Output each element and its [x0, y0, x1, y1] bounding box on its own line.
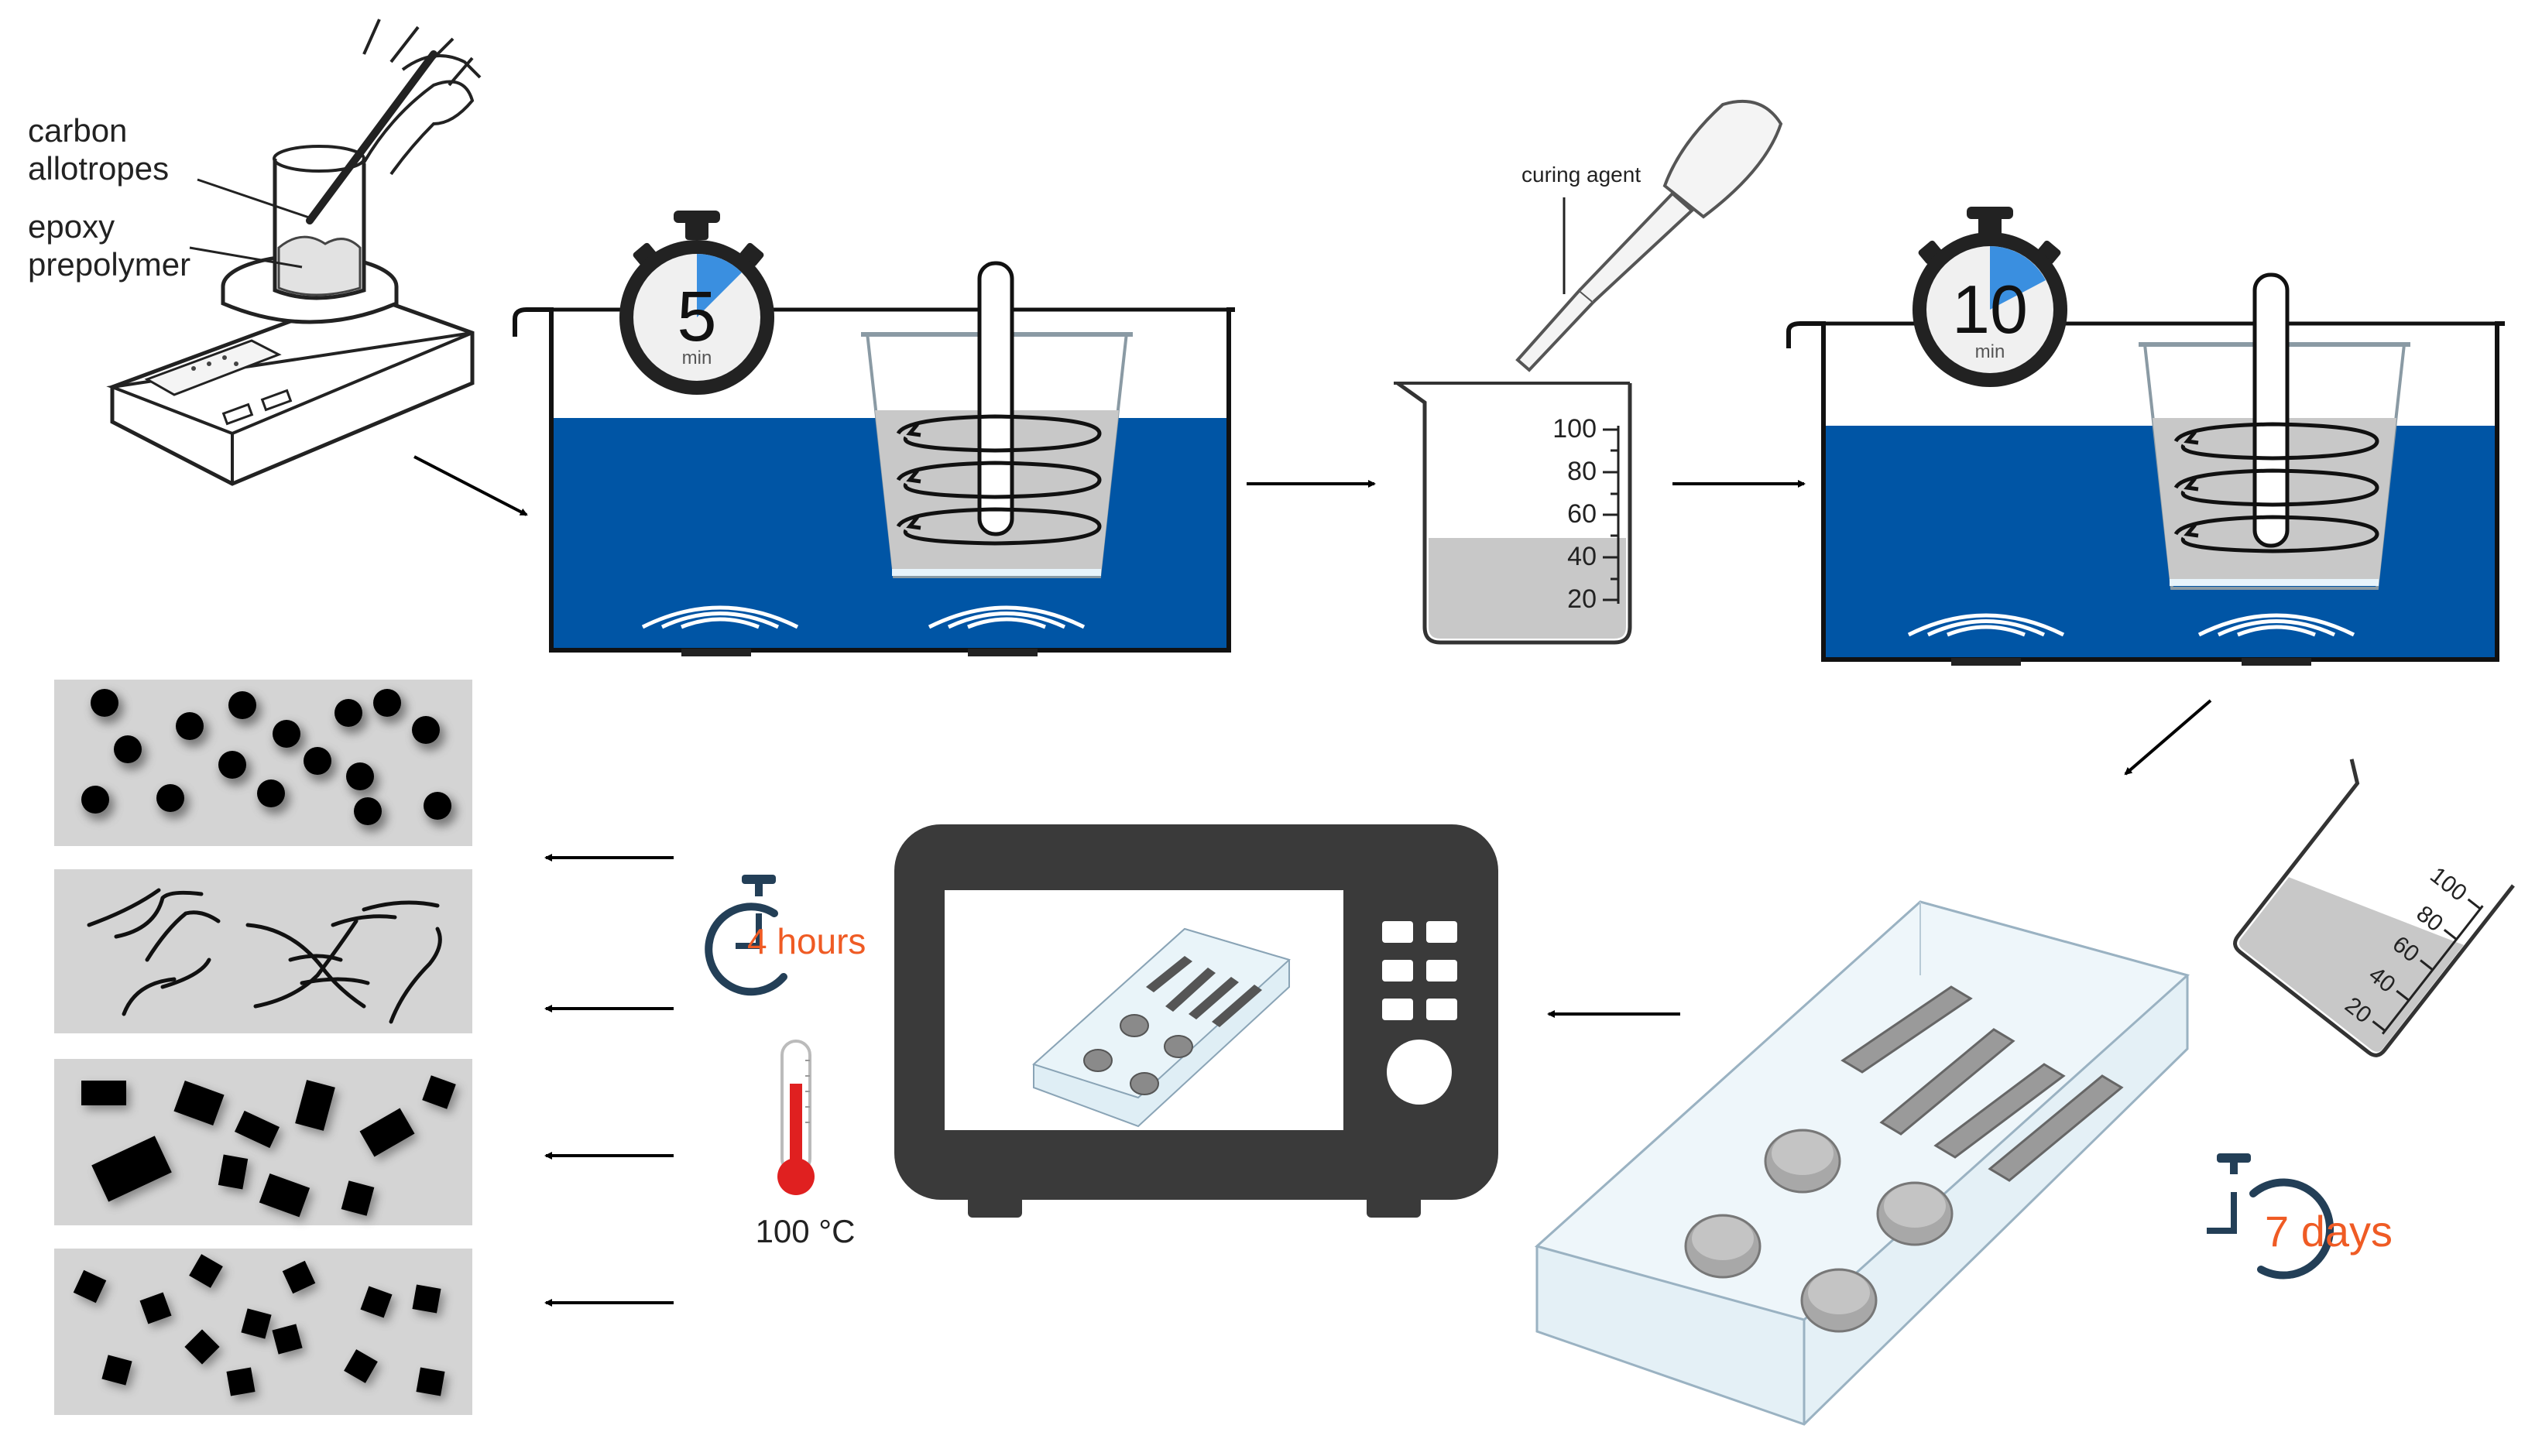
label-prepolymer: prepolymer: [28, 246, 190, 283]
label-4-hours: 4 hours: [747, 921, 866, 961]
stopwatch-icon: 10 min: [1913, 207, 2067, 387]
callout-line-epoxy: [189, 246, 303, 269]
label-7-days: 7 days: [2265, 1207, 2393, 1256]
label-epoxy: epoxy: [28, 208, 115, 245]
sample-panel-tubular-fillers: [54, 869, 472, 1033]
label-carbon: carbon: [28, 112, 127, 149]
pipette-icon: [1515, 99, 1783, 372]
clock-icon: [2207, 1153, 2334, 1280]
callout-line-carbon: [197, 178, 314, 221]
arrow-to-pour: [2124, 699, 2212, 776]
scale-label-80: 80: [1567, 457, 1597, 486]
scale-label-60: 60: [1567, 499, 1597, 529]
arrow-to-bath-1: [413, 455, 528, 516]
scale-label-100: 100: [1552, 414, 1597, 444]
label-temperature: 100 °C: [756, 1213, 856, 1249]
scale-label-40: 40: [1567, 542, 1597, 571]
weighing-balance-icon: [106, 19, 482, 486]
oven-icon: [894, 824, 1498, 1218]
sample-panel-platelet-fillers: [54, 1059, 472, 1225]
ultrasonic-bath-2: [1786, 272, 2505, 666]
measuring-beaker-icon: 100 80 60 40 20: [2233, 759, 2515, 1057]
timer-1-value: 5: [677, 277, 716, 356]
ultrasonic-bath-1: [513, 261, 1235, 656]
silicone-mold-icon: [1534, 900, 2190, 1426]
label-curing-agent: curing agent: [1521, 163, 1641, 187]
scale-label-20: 20: [1567, 584, 1597, 614]
timer-2-value: 10: [1952, 271, 2028, 348]
timer-1-unit: min: [682, 348, 712, 368]
sample-panel-spherical-fillers: [54, 680, 472, 846]
label-allotropes: allotropes: [28, 150, 169, 187]
measuring-beaker-icon: 100 80 60 40 20: [1394, 381, 1632, 645]
timer-2-unit: min: [1975, 341, 2005, 362]
stopwatch-icon: 5 min: [619, 211, 774, 395]
thermometer-icon: [777, 1040, 815, 1195]
sample-panel-flake-fillers: [54, 1249, 472, 1415]
clock-icon: [705, 875, 787, 996]
